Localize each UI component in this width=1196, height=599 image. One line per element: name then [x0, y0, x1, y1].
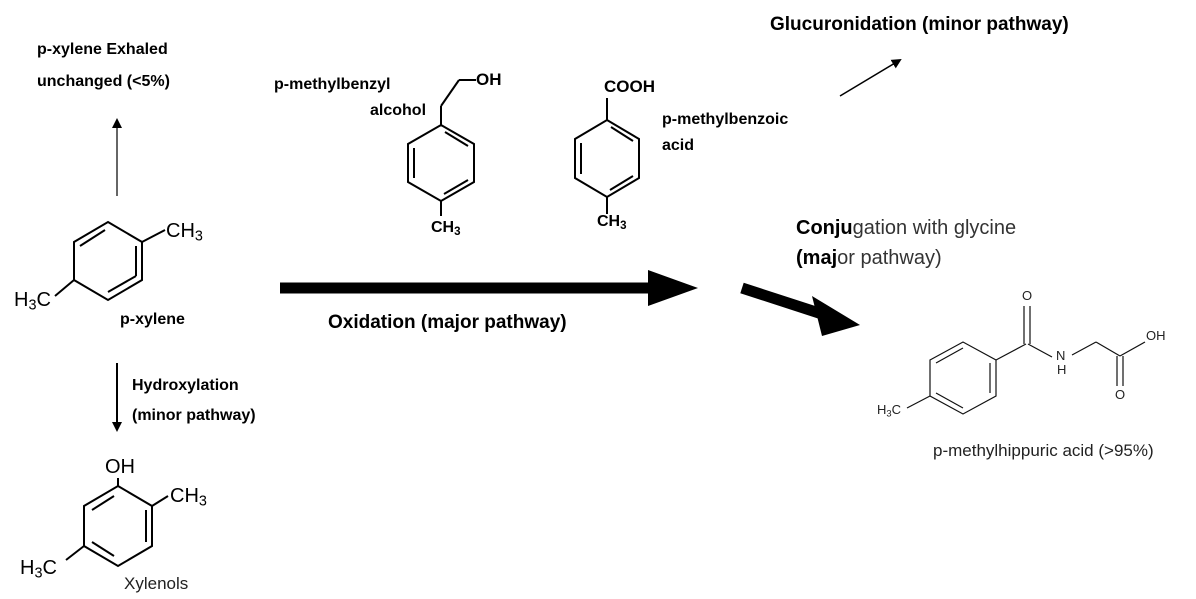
conjugation-label: Conjugation with glycine: [796, 216, 1016, 240]
hippuric-h3c-label: H3C: [877, 402, 901, 419]
glucuronidation-label: Glucuronidation (minor pathway): [770, 14, 1069, 35]
hippuric-o1-label: O: [1022, 288, 1033, 303]
p-xylene-ch3-label: CH3: [166, 220, 203, 245]
glucuronidation-arrow: [839, 58, 902, 97]
methylbenzoic-label-line1: p-methylbenzoic: [662, 111, 789, 128]
methylhippuric-label: p-methylhippuric acid (>95%): [933, 441, 1154, 460]
hippuric-oh-label: OH: [1146, 328, 1166, 343]
conjugation-label-rest: gation with glycine: [852, 217, 1017, 239]
xylenol-ch3-label: CH3: [170, 485, 207, 510]
oxidation-label: Oxidation (major pathway): [328, 312, 567, 333]
hippuric-nh-label: H: [1057, 362, 1067, 377]
p-methylbenzoic-acid-structure: [574, 98, 640, 214]
p-xylene-label: p-xylene: [120, 311, 185, 328]
benzoic-acid-ch3-label: CH3: [597, 213, 627, 232]
xylenol-structure: [65, 478, 169, 568]
conjugation-label-bold: Conju: [796, 217, 853, 239]
hydroxylation-label-line1: Hydroxylation: [132, 377, 239, 394]
exhaled-label-line2: unchanged (<5%): [37, 73, 170, 90]
xylenols-label: Xylenols: [124, 574, 189, 593]
exhaled-label-line1: p-xylene Exhaled: [37, 41, 168, 58]
hippuric-n-label: N: [1056, 348, 1066, 363]
xylenol-h3c-label: H3C: [20, 557, 57, 582]
methylbenzyl-label-line1: p-methylbenzyl: [274, 76, 391, 93]
p-methylhippuric-acid-structure: [906, 306, 1146, 415]
major-pathway-label: (major pathway): [796, 246, 942, 270]
major-pathway-label-rest: or pathway): [837, 247, 942, 269]
p-xylene-structure: [54, 220, 166, 302]
methylbenzoic-label-line2: acid: [662, 137, 695, 154]
hippuric-o2-label: O: [1115, 387, 1126, 402]
xylenol-oh-label: OH: [105, 456, 135, 478]
benzoic-acid-cooh-label: COOH: [604, 77, 655, 96]
hydroxylation-label-line2: (minor pathway): [132, 407, 256, 424]
benzyl-alcohol-ch3-label: CH3: [431, 219, 461, 238]
conjugation-arrow: [740, 282, 860, 336]
oxidation-arrow: [280, 270, 698, 306]
major-pathway-label-bold: (maj: [796, 247, 838, 269]
p-xylene-h3c-label: H3C: [14, 289, 51, 314]
p-methylbenzyl-alcohol-structure: [407, 79, 476, 216]
methylbenzyl-label-line2: alcohol: [370, 102, 427, 119]
benzyl-alcohol-oh-label: OH: [476, 70, 502, 89]
